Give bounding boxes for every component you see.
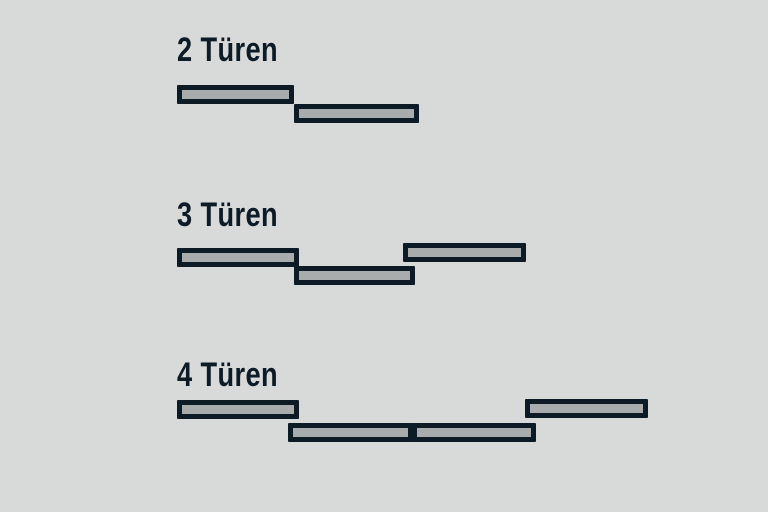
door-panel-2[interactable]: [294, 104, 419, 123]
door-panel-1[interactable]: [177, 400, 299, 419]
door-panel-4[interactable]: [525, 399, 648, 418]
door-panel-2[interactable]: [288, 423, 413, 442]
door-group-label: 2 Türen: [177, 31, 279, 69]
door-group-label: 4 Türen: [177, 356, 279, 394]
door-panel-3[interactable]: [412, 423, 536, 442]
door-group-label: 3 Türen: [177, 196, 279, 234]
door-panel-2[interactable]: [294, 266, 415, 285]
door-panel-3[interactable]: [403, 243, 526, 262]
door-panel-1[interactable]: [177, 248, 299, 267]
door-panel-1[interactable]: [177, 85, 294, 104]
